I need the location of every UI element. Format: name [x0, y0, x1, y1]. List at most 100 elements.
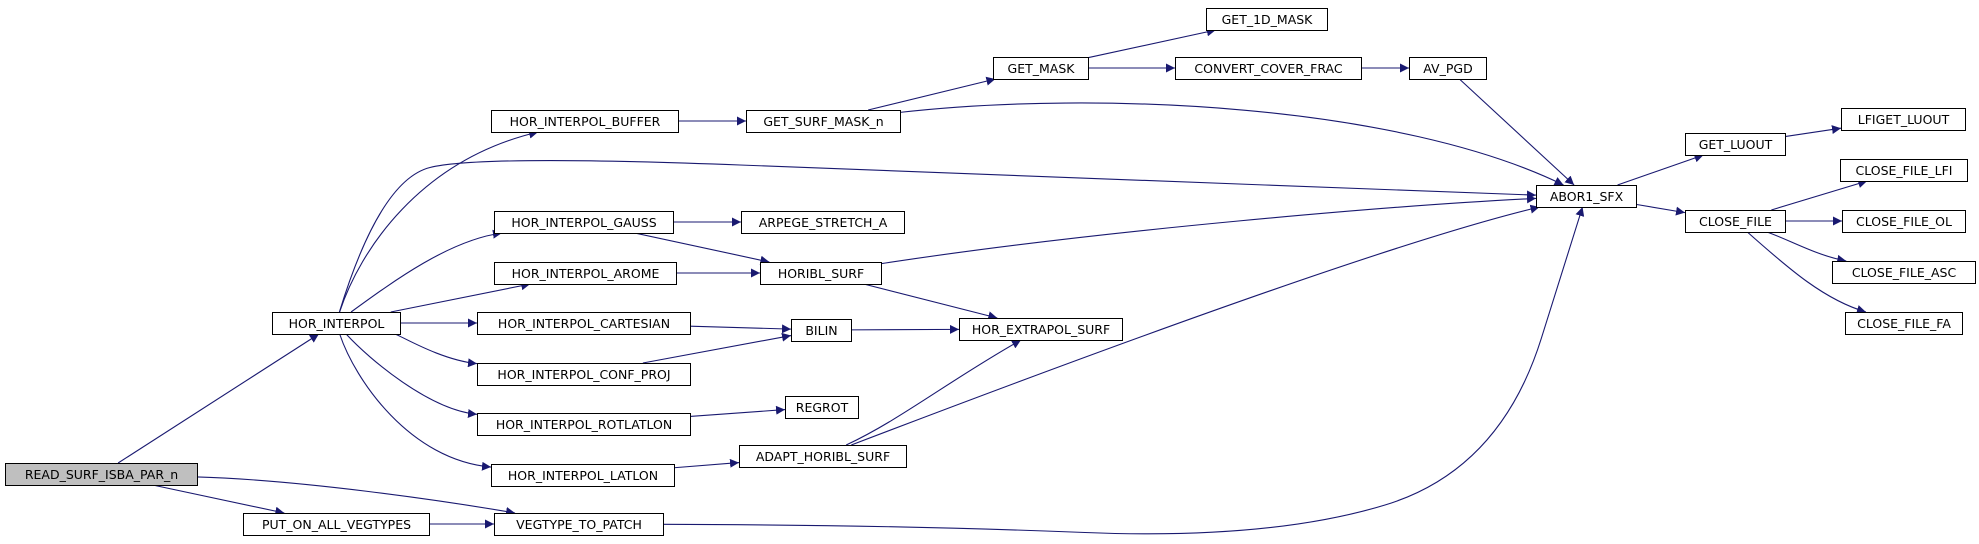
node-box	[243, 513, 430, 536]
node-label: HOR_INTERPOL_BUFFER	[510, 114, 661, 129]
edge-hi-cartesian-to-bilin	[689, 324, 792, 334]
node-get-1d-mask[interactable]: GET_1D_MASK	[1206, 8, 1328, 31]
node-box	[1685, 133, 1786, 156]
edge-get-luout-to-lfiget-luout	[1784, 125, 1842, 138]
node-box	[272, 312, 401, 335]
node-adapt-horibl[interactable]: ADAPT_HORIBL_SURF	[739, 445, 907, 468]
node-box	[494, 262, 677, 285]
node-hi-arome[interactable]: HOR_INTERPOL_AROME	[494, 262, 677, 285]
edge-adapt-horibl-to-hor-extrapol	[845, 339, 1022, 446]
node-hor-interpol[interactable]: HOR_INTERPOL	[272, 312, 401, 335]
node-label: GET_SURF_MASK_n	[763, 114, 883, 129]
node-get-luout[interactable]: GET_LUOUT	[1685, 133, 1786, 156]
edge-hor-interpol-to-hi-gauss	[350, 229, 502, 313]
node-av-pgd[interactable]: AV_PGD	[1409, 57, 1487, 80]
node-label: GET_MASK	[1008, 61, 1076, 76]
node-box	[746, 110, 901, 133]
edge-hi-latlon-to-adapt-horibl	[673, 458, 740, 469]
node-box	[494, 513, 664, 536]
node-hor-extrapol[interactable]: HOR_EXTRAPOL_SURF	[959, 318, 1123, 341]
node-box	[477, 312, 691, 335]
node-hi-rotlatlon[interactable]: HOR_INTERPOL_ROTLATLON	[477, 413, 691, 436]
node-box	[739, 445, 907, 468]
edge-adapt-horibl-to-abor1-sfx	[851, 204, 1540, 446]
node-put-on-all[interactable]: PUT_ON_ALL_VEGTYPES	[243, 513, 430, 536]
node-box	[1409, 57, 1487, 80]
edges-layer	[117, 27, 1868, 535]
node-label: CLOSE_FILE	[1699, 214, 1772, 229]
edge-hor-interpol-to-hi-arome	[390, 281, 531, 313]
node-label: HORIBL_SURF	[778, 266, 864, 281]
node-label: HOR_INTERPOL	[289, 316, 385, 331]
node-label: REGROT	[796, 400, 849, 415]
node-label: CLOSE_FILE_ASC	[1852, 265, 1957, 280]
node-regrot[interactable]: REGROT	[785, 396, 859, 419]
node-close-file-ol[interactable]: CLOSE_FILE_OL	[1842, 210, 1966, 233]
edge-vegtype-to-patch-to-abor1-sfx	[662, 206, 1585, 535]
node-label: PUT_ON_ALL_VEGTYPES	[262, 517, 411, 532]
node-box	[1206, 8, 1328, 31]
node-box	[760, 262, 882, 285]
node-label: BILIN	[805, 323, 837, 338]
edge-get-surf-mask-to-get-mask	[868, 76, 996, 111]
edge-get-mask-to-get-1d-mask	[1087, 27, 1216, 59]
edge-hor-interpol-to-hi-buffer	[339, 129, 539, 313]
edge-hor-interpol-to-hi-conf-proj	[394, 333, 478, 368]
node-box	[1841, 108, 1966, 131]
node-close-file-fa[interactable]: CLOSE_FILE_FA	[1845, 312, 1963, 335]
nodes-layer: READ_SURF_ISBA_PAR_n HOR_INTERPOL PUT_ON_A…	[5, 8, 1976, 536]
node-label: HOR_INTERPOL_GAUSS	[511, 215, 656, 230]
node-label: CLOSE_FILE_FA	[1857, 316, 1951, 331]
node-label: GET_1D_MASK	[1222, 12, 1314, 27]
node-box	[477, 413, 691, 436]
node-hi-cartesian[interactable]: HOR_INTERPOL_CARTESIAN	[477, 312, 691, 335]
node-read-surf[interactable]: READ_SURF_ISBA_PAR_n	[5, 463, 198, 486]
node-box	[1842, 210, 1966, 233]
node-label: CLOSE_FILE_OL	[1856, 214, 1952, 229]
node-label: CONVERT_COVER_FRAC	[1194, 61, 1342, 76]
node-label: CLOSE_FILE_LFI	[1856, 163, 1953, 178]
node-box	[741, 211, 905, 234]
node-get-mask[interactable]: GET_MASK	[993, 57, 1089, 80]
node-hi-latlon[interactable]: HOR_INTERPOL_LATLON	[491, 464, 675, 487]
node-label: ARPEGE_STRETCH_A	[759, 215, 888, 230]
edge-hi-conf-proj-to-bilin	[642, 332, 792, 364]
node-close-file[interactable]: CLOSE_FILE	[1685, 210, 1786, 233]
node-box	[791, 319, 852, 342]
edge-read-surf-to-put-on-all	[152, 484, 285, 516]
edge-horibl-surf-to-hor-extrapol	[863, 283, 998, 321]
node-close-file-asc[interactable]: CLOSE_FILE_ASC	[1832, 261, 1976, 284]
node-box	[491, 464, 675, 487]
node-hi-gauss[interactable]: HOR_INTERPOL_GAUSS	[494, 211, 674, 234]
node-label: HOR_EXTRAPOL_SURF	[972, 322, 1110, 337]
edge-read-surf-to-vegtype-to-patch	[196, 476, 516, 516]
node-abor1-sfx[interactable]: ABOR1_SFX	[1536, 185, 1637, 208]
node-hi-conf-proj[interactable]: HOR_INTERPOL_CONF_PROJ	[477, 363, 691, 386]
node-box	[1840, 159, 1968, 182]
node-label: GET_LUOUT	[1699, 137, 1773, 152]
node-hi-buffer[interactable]: HOR_INTERPOL_BUFFER	[491, 110, 679, 133]
edge-get-surf-mask-to-abor1-sfx	[899, 102, 1564, 186]
node-box	[477, 363, 691, 386]
edge-hi-rotlatlon-to-regrot	[689, 405, 786, 417]
node-horibl-surf[interactable]: HORIBL_SURF	[760, 262, 882, 285]
edge-close-file-to-close-file-fa	[1746, 231, 1867, 314]
node-bilin[interactable]: BILIN	[791, 319, 852, 342]
node-label: AV_PGD	[1423, 61, 1472, 76]
node-label: ABOR1_SFX	[1550, 189, 1624, 204]
node-label: READ_SURF_ISBA_PAR_n	[25, 467, 178, 482]
node-box	[959, 318, 1123, 341]
edge-horibl-surf-to-abor1-sfx	[880, 194, 1537, 265]
node-vegtype-to-patch[interactable]: VEGTYPE_TO_PATCH	[494, 513, 664, 536]
node-label: ADAPT_HORIBL_SURF	[756, 449, 890, 464]
edge-abor1-sfx-to-close-file	[1635, 203, 1686, 216]
node-lfiget-luout[interactable]: LFIGET_LUOUT	[1841, 108, 1966, 131]
node-label: VEGTYPE_TO_PATCH	[516, 517, 642, 532]
node-close-file-lfi[interactable]: CLOSE_FILE_LFI	[1840, 159, 1968, 182]
node-convert-cover[interactable]: CONVERT_COVER_FRAC	[1175, 57, 1362, 80]
node-arpege-stretch[interactable]: ARPEGE_STRETCH_A	[741, 211, 905, 234]
node-box	[5, 463, 198, 486]
edge-close-file-to-close-file-lfi	[1771, 179, 1868, 211]
node-get-surf-mask[interactable]: GET_SURF_MASK_n	[746, 110, 901, 133]
